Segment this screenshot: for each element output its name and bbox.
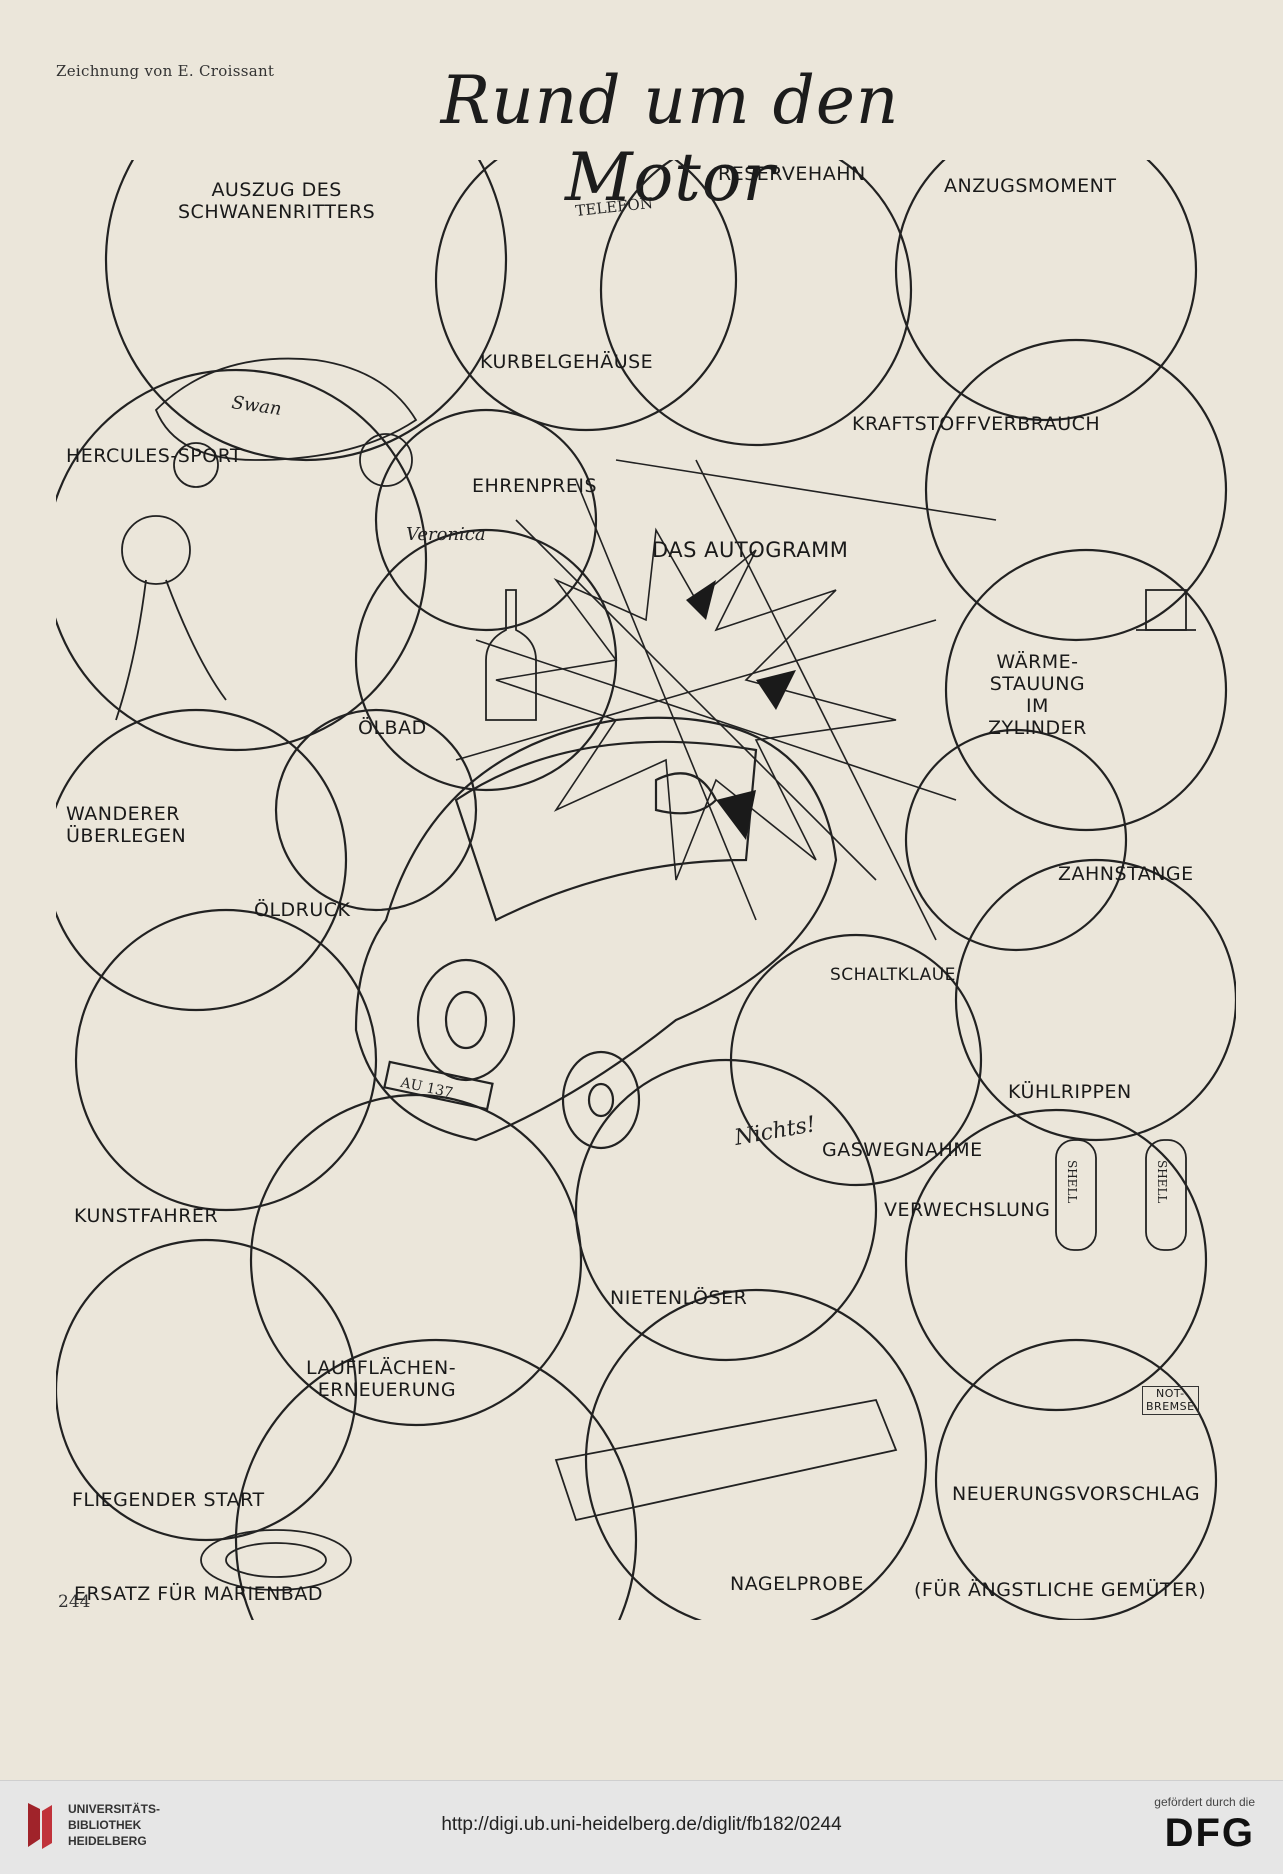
caption-aengstliche: (FÜR ÄNGSTLICHE GEMÜTER) [914,1579,1207,1601]
vignette-neuerung [934,1338,1218,1620]
caption-schaltklaue: SCHALTKLAUE [830,965,956,985]
swan-car-sketch [154,357,418,488]
veronica-label: Veronica [406,524,486,545]
lion-sketch [115,515,227,721]
library-name: UNIVERSITÄTS- BIBLIOTHEK HEIDELBERG [68,1802,161,1848]
caption-nietenloeser: NIETENLÖSER [610,1287,748,1309]
cartoon-illustration: Swan TELEFON Veronica AU 137 Nichts! SHE… [56,160,1236,1620]
vignette-kuehlrippen [954,858,1236,1142]
vignette-hercules [56,368,428,752]
vignette-marienbad [234,1338,638,1620]
caption-ersatz: ERSATZ FÜR MARIENBAD [74,1583,323,1605]
vignette-zylinder [944,548,1228,832]
viewer-footer: UNIVERSITÄTS- BIBLIOTHEK HEIDELBERG http… [0,1780,1283,1874]
caption-autogramm: DAS AUTOGRAMM [652,538,849,562]
caption-waermestauung: WÄRME- STAUUNG IM ZYLINDER [988,651,1087,739]
vignette-verwechslung [904,1108,1208,1412]
caption-zahnstange: ZAHNSTANGE [1058,863,1194,885]
vignette-oeldruck [274,708,478,912]
caption-laufflaechen: LAUFFLÄCHEN- ERNEUERUNG [306,1357,457,1401]
caption-anzugsmoment: ANZUGSMOMENT [944,175,1117,197]
vignette-kunstfahrer [74,908,378,1212]
vignette-rooster [599,160,913,447]
caption-ehrenpreis: EHRENPREIS [472,475,598,497]
vignette-ehrenpreis [374,408,598,632]
university-library-logo[interactable]: UNIVERSITÄTS- BIBLIOTHEK HEIDELBERG [22,1795,160,1859]
vignette-fliegender [56,1238,358,1542]
ub-heidelberg-mark-icon [28,1803,52,1849]
caption-oeldruck: ÖLDRUCK [254,899,351,921]
shattered-glass-burst [455,459,997,941]
vignette-anzug [894,160,1198,422]
caption-nagelprobe: NAGELPROBE [730,1573,864,1595]
plank-sketch [554,1398,898,1522]
bottle-sketch [485,589,537,721]
vignette-swan-car [104,160,508,462]
page-number: 244 [58,1592,91,1612]
vignette-telephone [434,160,738,432]
vignette-wanderer [56,708,348,1012]
dfg-logo: DFG [1164,1811,1255,1855]
caption-verwechslung: VERWECHSLUNG [884,1199,1051,1221]
caption-kuehlrippen: KÜHLRIPPEN [1008,1081,1132,1103]
shell-left-label: SHELL [1065,1160,1079,1203]
caption-auszug: AUSZUG DES SCHWANENRITTERS [178,179,376,223]
notbremse-sign: NOT- BREMSE [1142,1386,1199,1416]
tire-sketch [200,1529,352,1591]
permalink-url[interactable]: http://digi.ub.uni-heidelberg.de/diglit/… [441,1814,842,1835]
caption-oelbad: ÖLBAD [358,717,427,739]
license-plate-label: AU 137 [398,1075,454,1102]
telefon-label: TELEFON [575,194,654,220]
caption-fliegender: FLIEGENDER START [72,1489,265,1511]
caption-kraftstoffverbrauch: KRAFTSTOFFVERBRAUCH [852,413,1101,435]
artist-credit: Zeichnung von E. Croissant [56,62,275,80]
funding-label: gefördert durch die [1154,1795,1255,1809]
vignette-zahnstange [904,728,1128,952]
caption-kurbelgehaeuse: KURBELGEHÄUSE [480,351,654,373]
caption-kunstfahrer: KUNSTFAHRER [74,1205,219,1227]
shell-pumps-sketch [1055,1139,1187,1251]
shell-right-label: SHELL [1155,1160,1169,1203]
page-title: Rund um den Motor [440,62,900,216]
dfg-funding-badge[interactable]: gefördert durch die DFG [1105,1795,1255,1865]
vignette-nietenloeser [574,1058,878,1362]
top-hat-sketch [1136,589,1196,631]
vignette-nagelprobe [584,1288,928,1620]
swan-label: Swan [230,392,282,420]
caption-hercules: HERCULES-SPORT [66,445,243,467]
caption-gaswegnahme: GASWEGNAHME [822,1139,983,1161]
magazine-page: Zeichnung von E. Croissant Rund um den M… [56,62,1236,1620]
caption-wanderer: WANDERER ÜBERLEGEN [66,803,187,847]
caption-reservehahn: RESERVEHAHN [718,163,866,185]
vignette-kraftstoff [924,338,1228,642]
caption-neuerungsvorschlag: NEUERUNGSVORSCHLAG [952,1483,1201,1505]
